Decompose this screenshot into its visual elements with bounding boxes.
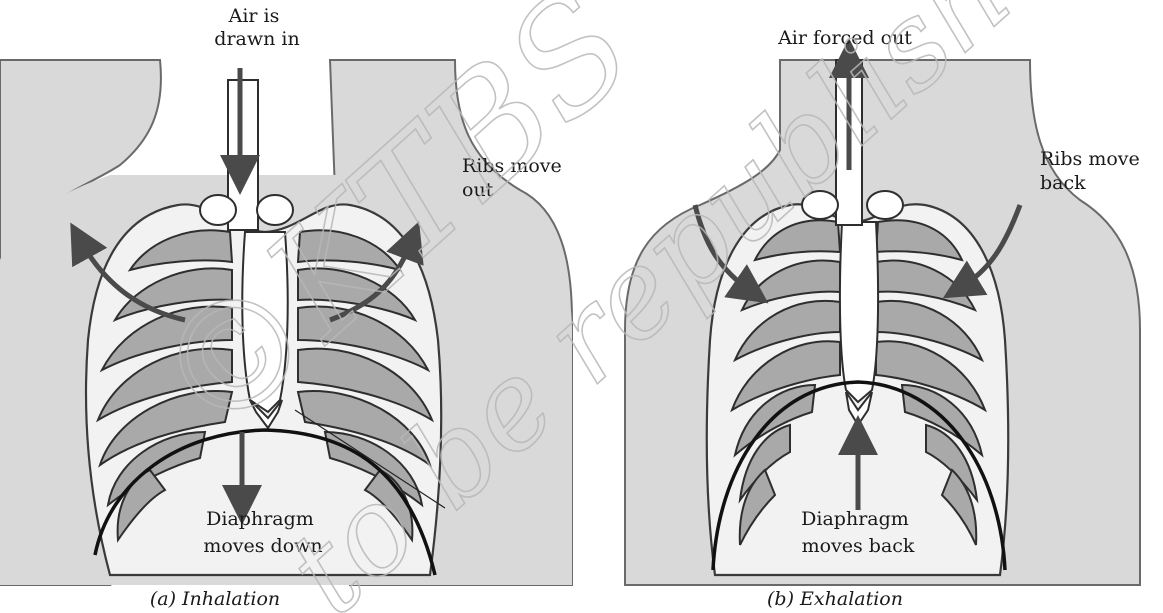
collarbone-left-a (200, 195, 236, 225)
inhalation-caption: (a) Inhalation (150, 588, 280, 610)
ribs-back-label: Ribs move back (1040, 148, 1146, 194)
sternum-b (840, 222, 878, 402)
air-in-label: Air is drawn in (214, 5, 299, 50)
exhalation-caption: (b) Exhalation (767, 588, 903, 610)
collarbone-right-b (867, 191, 903, 219)
